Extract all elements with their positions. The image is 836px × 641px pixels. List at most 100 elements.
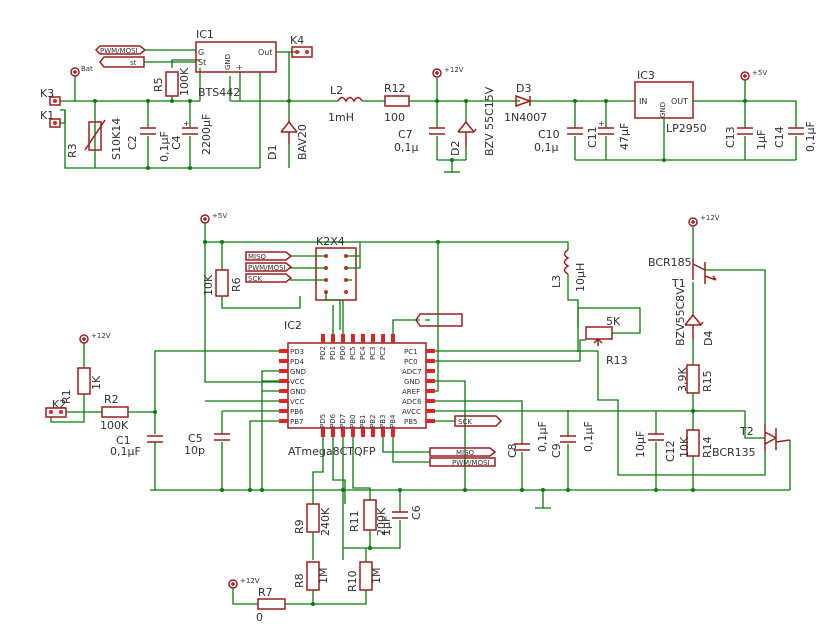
- label-r8: R8: [293, 573, 306, 588]
- value-l3: 10µH: [574, 263, 587, 292]
- value-r8: 1M: [317, 568, 330, 585]
- value-r13: 5K: [606, 315, 621, 328]
- value-l2: 1mH: [328, 111, 354, 124]
- ic2-pin-aref: AREF: [402, 388, 420, 396]
- value-r6: 10K: [202, 274, 215, 296]
- ic3-pin-out: OUT: [671, 97, 688, 106]
- ic2-pin-pc1: PC1: [404, 348, 418, 356]
- ic2-pin-pb4: PB4: [389, 414, 397, 428]
- label-r7: R7: [258, 586, 273, 599]
- ic2-pin-pd7: PD7: [339, 414, 347, 428]
- ic1-body: [195, 41, 277, 73]
- value-c11: 47µF: [618, 123, 631, 150]
- ic2-pin-gnd2: GND: [290, 388, 306, 396]
- ic3-pin-in: IN: [639, 97, 647, 106]
- value-c7: 0,1µ: [394, 141, 419, 154]
- label-c13: C13: [724, 126, 737, 148]
- ic2-pin-pd2: PD2: [319, 346, 327, 360]
- ic2-pin-pd4: PD4: [290, 358, 305, 366]
- label-t2: T2: [739, 425, 754, 438]
- label-c14: C14: [773, 126, 786, 148]
- label-c9: C9: [550, 443, 563, 458]
- tag-miso-ic2: MISO: [456, 449, 475, 457]
- ic2-pin-pb7: PB7: [290, 418, 303, 426]
- label-c10: C10: [538, 128, 560, 141]
- ic2-pin-pb5: PB5: [404, 418, 417, 426]
- ic1-pin-out: Out: [258, 48, 273, 57]
- label-ic1: IC1: [196, 28, 214, 41]
- ic2-pin-vcc2: VCC: [290, 398, 305, 406]
- label-l3: L3: [550, 275, 563, 288]
- value-ic1: BTS442: [198, 86, 240, 99]
- tag-st: st: [130, 59, 137, 67]
- label-c5: C5: [188, 432, 203, 445]
- net-label-bat: Bat: [81, 65, 93, 73]
- ic2-pin-pb0: PB0: [349, 415, 357, 428]
- value-ic2: ATmega8CTQFP: [288, 445, 376, 458]
- value-r7: 0: [256, 611, 263, 624]
- net-label-12v-bottom: +12V: [240, 577, 260, 585]
- ic2-pin-pc4: PC4: [359, 346, 367, 360]
- tag-miso-header: MISO: [248, 253, 267, 261]
- value-r14: 10K: [678, 436, 691, 458]
- value-r9: 240K: [319, 507, 332, 536]
- value-d2: BZV 55C15V: [483, 86, 496, 156]
- net-label-12v-left: +12V: [91, 332, 111, 340]
- ic2-bottom-pins: PD5 PD6 PD7 PB0 PB1 PB2 PB3 PB4: [319, 413, 397, 437]
- label-r12: R12: [384, 82, 406, 95]
- tag-sck-header: SCK: [248, 275, 262, 283]
- label-t1: T1: [671, 277, 686, 290]
- tag-sck-ic2: SCK: [458, 418, 472, 426]
- value-c6: 1µF: [380, 516, 393, 536]
- ic2-pin-pc2: PC2: [379, 346, 387, 360]
- ic2-pin-pb6: PB6: [290, 408, 304, 416]
- value-c14: 0,1µF: [804, 121, 817, 152]
- label-r1: R1: [60, 389, 73, 404]
- label-c6: C6: [410, 505, 423, 520]
- label-r13: R13: [606, 354, 628, 367]
- label-r6: R6: [230, 277, 243, 292]
- label-c1: C1: [116, 434, 131, 447]
- ic2-pin-pc3: PC3: [369, 346, 377, 360]
- value-t1: BCR185: [648, 256, 692, 269]
- ic1-pin-st: St: [198, 58, 206, 67]
- ic2-pin-gnd3: GND: [404, 378, 420, 386]
- ic2-pin-pc0: PC0: [404, 358, 418, 366]
- value-d4: BZV55C8V: [674, 287, 687, 346]
- value-c4: 2200µF: [200, 114, 213, 155]
- label-ic2: IC2: [284, 319, 302, 332]
- tag-pwm-mosi-header: PWM/MOSI: [248, 264, 286, 272]
- label-d3: D3: [516, 82, 531, 95]
- value-r2: 100K: [100, 419, 129, 432]
- value-c8: 0,1µF: [536, 421, 549, 452]
- ic2-body: [287, 342, 427, 429]
- value-r11: 200K: [375, 507, 388, 536]
- ic2-pin-pd6: PD6: [329, 413, 337, 428]
- ic2-pin-adc7: ADC7: [402, 368, 422, 376]
- net-label-5v-mcu: +5V: [212, 212, 227, 220]
- value-t2: BCR135: [712, 446, 756, 459]
- ic3-pin-gnd: GND: [659, 102, 667, 118]
- value-r5: 100K: [178, 67, 191, 96]
- value-r3: S10K14: [110, 118, 123, 160]
- value-c9: 0,1µF: [582, 421, 595, 452]
- ic1-pin-g: G: [198, 48, 204, 57]
- value-r10: 1M: [370, 568, 383, 585]
- label-c2: C2: [126, 135, 139, 150]
- ic1-pin-gnd: GND: [224, 54, 232, 70]
- ic2-pin-pd0: PD0: [339, 346, 347, 360]
- ic2-pin-pd1: PD1: [329, 346, 337, 360]
- label-r11: R11: [348, 510, 361, 532]
- ic2-pin-pb2: PB2: [369, 415, 377, 428]
- net-label-12v-right: +12V: [700, 214, 720, 222]
- label-ic3: IC3: [637, 69, 655, 82]
- label-r2: R2: [104, 393, 119, 406]
- label-c8: C8: [506, 443, 519, 458]
- svg-text:+: +: [598, 119, 605, 128]
- value-d3: 1N4007: [504, 111, 547, 124]
- ic2-right-pins: PC1 PC0 ADC7 GND AREF ADC6 AVCC PB5: [402, 348, 435, 426]
- ic2-top-pins: PD2 PD1 PD0 PC5 PC4 PC3 PC2: [319, 334, 395, 360]
- net-label-12v-top: +12V: [444, 66, 464, 74]
